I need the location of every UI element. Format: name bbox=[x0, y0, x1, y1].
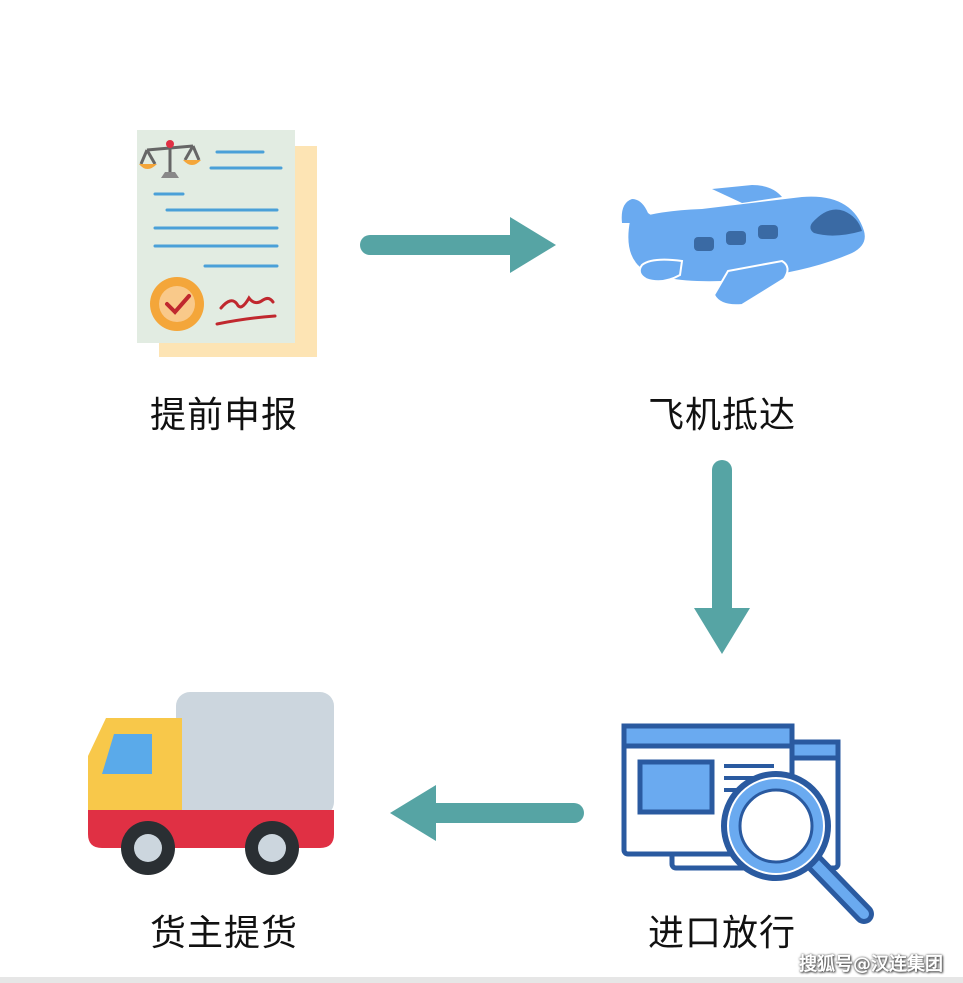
wheel-icon bbox=[245, 821, 299, 875]
arrow-down bbox=[694, 460, 750, 654]
arrow-left bbox=[390, 785, 584, 841]
arrow-right bbox=[360, 217, 556, 273]
signature-icon bbox=[215, 295, 277, 326]
step-label-pickup: 货主提货 bbox=[150, 913, 299, 954]
inspection-icon bbox=[621, 723, 874, 924]
step-label-release: 进口放行 bbox=[648, 913, 797, 954]
step-label-declare: 提前申报 bbox=[150, 395, 299, 436]
wheel-icon bbox=[121, 821, 175, 875]
footer-bar bbox=[0, 977, 963, 983]
document-icon bbox=[137, 130, 317, 357]
scales-icon bbox=[139, 144, 201, 174]
truck-icon bbox=[88, 692, 334, 875]
watermark: 搜狐号@汉连集团 bbox=[799, 954, 943, 975]
airplane-icon bbox=[621, 185, 865, 307]
step-label-arrive: 飞机抵达 bbox=[648, 395, 797, 436]
